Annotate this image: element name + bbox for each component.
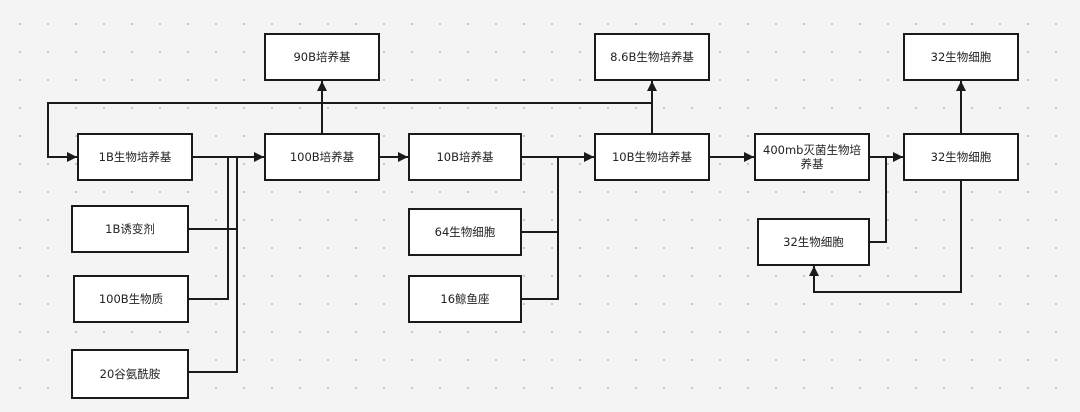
node-100b-medium[interactable]: 100B培养基 <box>264 133 380 181</box>
edge-32low-to-bus <box>870 157 887 243</box>
arrow-into-400mb-medium <box>744 152 754 162</box>
edge-glutamine-to-bus <box>189 229 238 373</box>
node-1b-bio-medium[interactable]: 1B生物培养基 <box>77 133 193 181</box>
node-10b-medium[interactable]: 10B培养基 <box>408 133 522 181</box>
arrow-into-90b-medium <box>317 81 327 91</box>
node-10b-bio-medium[interactable]: 10B生物培养基 <box>594 133 710 181</box>
edge-biomass-to-bus <box>189 157 229 300</box>
node-16-whale-seat[interactable]: 16鲸鱼座 <box>408 275 522 323</box>
arrow-into-10b-bio-medium <box>584 152 594 162</box>
node-100b-biomass[interactable]: 100B生物质 <box>73 275 189 323</box>
arrow-into-100b-medium <box>254 152 264 162</box>
arrow-into-10b-medium <box>398 152 408 162</box>
node-1b-mutagen[interactable]: 1B诱变剂 <box>71 205 189 253</box>
node-32-cells-mid[interactable]: 32生物细胞 <box>903 133 1019 181</box>
arrow-into-32-cells-mid <box>893 152 903 162</box>
arrow-into-86b-bio-medium <box>647 81 657 91</box>
edge-whale-to-bus <box>522 232 559 300</box>
edge-loop-back-to-1b <box>47 102 653 158</box>
node-8-6b-bio-medium[interactable]: 8.6B生物培养基 <box>594 33 710 81</box>
arrow-into-32-cells-low <box>809 266 819 276</box>
node-90b-medium[interactable]: 90B培养基 <box>264 33 380 81</box>
node-64-cells[interactable]: 64生物细胞 <box>408 208 522 256</box>
arrow-into-1b-bio-medium <box>67 152 77 162</box>
edge-32mid-to-32low <box>813 181 962 293</box>
node-400mb-sterile-medium[interactable]: 400mb灭菌生物培养基 <box>754 133 870 181</box>
node-20-glutamine[interactable]: 20谷氨酰胺 <box>71 349 189 399</box>
node-32-cells-top[interactable]: 32生物细胞 <box>903 33 1019 81</box>
edge-64cells-to-bus <box>522 157 559 233</box>
node-32-cells-low[interactable]: 32生物细胞 <box>757 218 870 266</box>
edge-mutagen-to-bus <box>189 157 238 230</box>
arrow-into-32-cells-top <box>956 81 966 91</box>
